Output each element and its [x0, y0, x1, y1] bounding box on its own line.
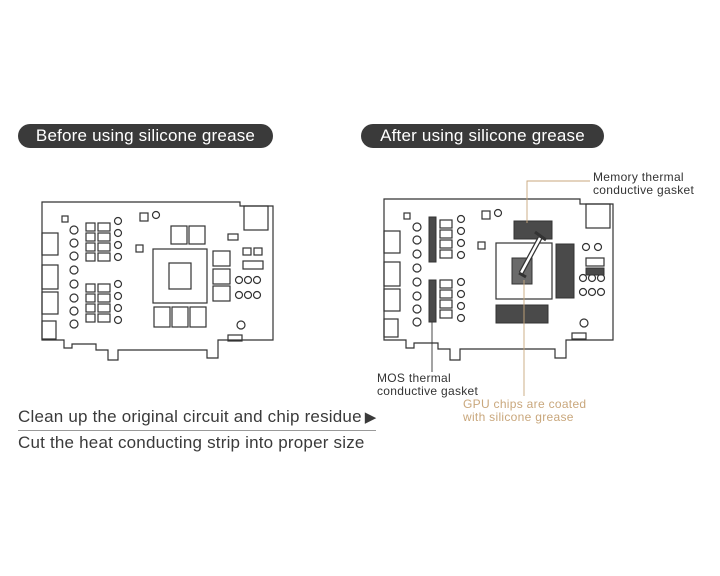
memory-gasket-bottom	[495, 304, 549, 324]
memory-gasket-top	[513, 220, 553, 240]
mos-gasket-label: MOS thermal conductive gasket	[377, 371, 479, 398]
gpu-grease-label: GPU chips are coated with silicone greas…	[463, 397, 587, 424]
memory-gasket-label: Memory thermal conductive gasket	[593, 170, 695, 197]
mos-gasket-upper	[428, 216, 437, 263]
step-cut-strip: Cut the heat conducting strip into prope…	[18, 433, 365, 452]
board-after-outline	[383, 198, 614, 361]
step-divider	[18, 430, 376, 431]
memory-leader-line	[526, 180, 590, 223]
step-clean-up-text: Clean up the original circuit and chip r…	[18, 407, 362, 426]
grease-syringe	[518, 230, 547, 279]
memory-gasket-right	[555, 243, 575, 299]
step-clean-up: Clean up the original circuit and chip r…	[18, 407, 376, 428]
after-header: After using silicone grease	[361, 124, 604, 148]
board-before-outline	[41, 201, 274, 361]
before-header: Before using silicone grease	[18, 124, 273, 148]
mos-gasket-lower	[428, 279, 437, 323]
play-arrow-icon: ▶	[364, 409, 377, 426]
